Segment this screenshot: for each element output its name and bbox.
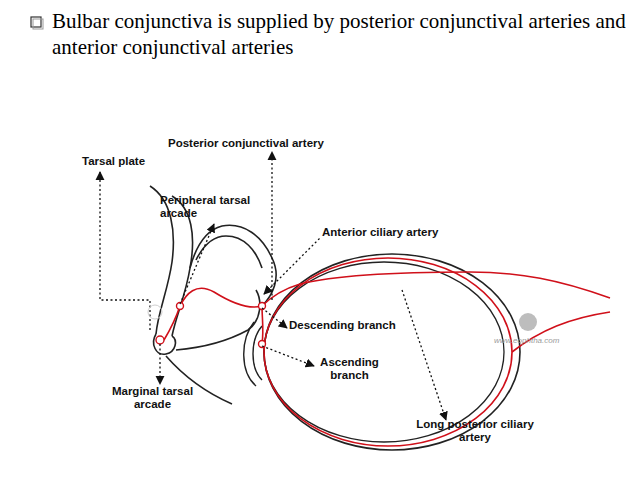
leader-line	[100, 152, 446, 420]
watermark: www.eophtha.com	[494, 336, 594, 345]
artery-label: Anterior ciliary artery	[322, 226, 482, 239]
artery-label: Long posterior ciliary artery	[415, 418, 535, 444]
slide-title: Bulbar conjunctiva is supplied by poster…	[52, 8, 632, 60]
branch-label: Ascending branch	[312, 356, 387, 382]
watermark-logo	[148, 305, 537, 331]
arcade-label: Peripheral tarsal arcade	[160, 194, 260, 220]
branch-label: Descending branch	[289, 319, 429, 332]
arcade-label: Marginal tarsal arcade	[100, 385, 205, 411]
bullet-shadow	[33, 19, 43, 29]
artery	[164, 258, 610, 446]
eyelid	[150, 186, 276, 404]
artery-label: Posterior conjunctival artery	[168, 137, 398, 150]
artery-junction	[156, 303, 266, 348]
part-label: Tarsal plate	[82, 155, 192, 168]
